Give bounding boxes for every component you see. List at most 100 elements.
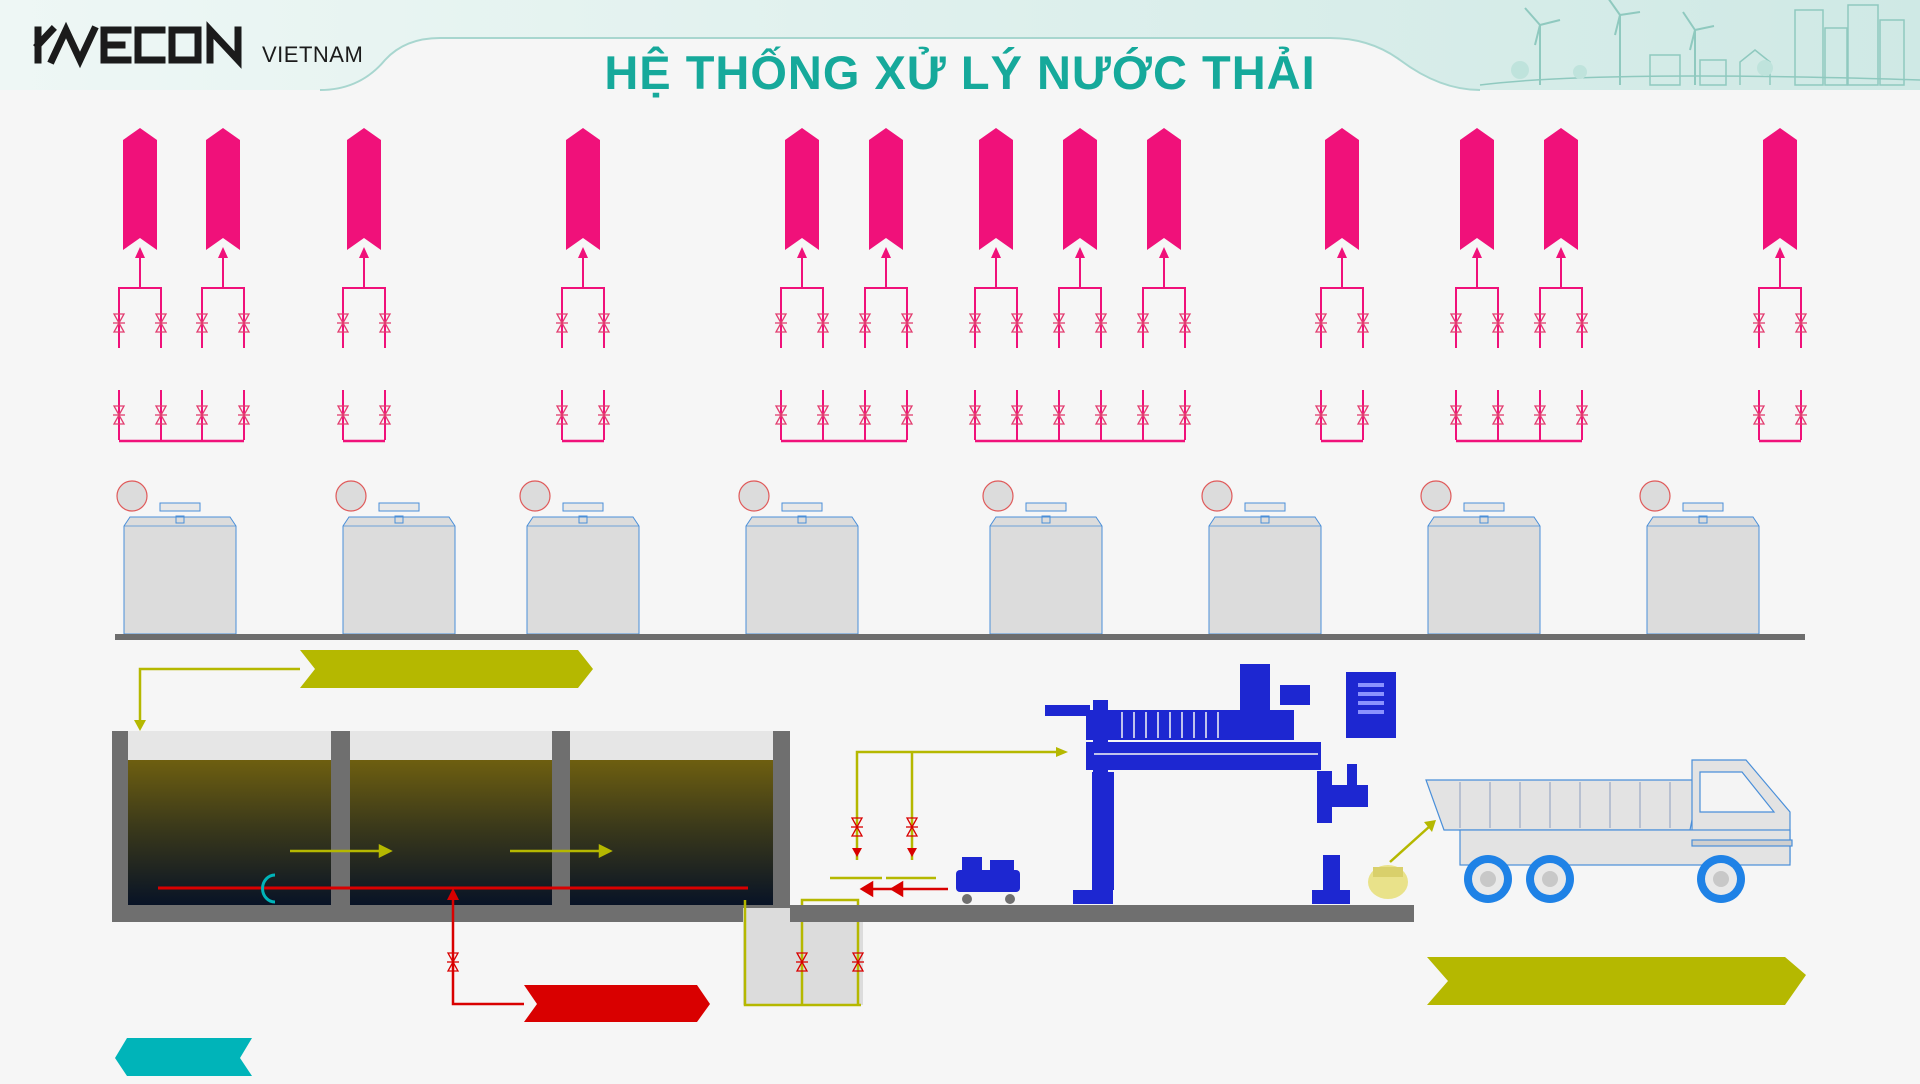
chemical-tank-icon[interactable]	[195, 128, 251, 440]
chemical-tank-icon[interactable]	[774, 128, 830, 440]
valve-icon[interactable]	[195, 313, 209, 333]
chemical-tank-icon[interactable]	[1136, 128, 1192, 440]
chemical-tank-icon[interactable]	[112, 128, 168, 440]
chemical-tank-icon[interactable]	[1314, 128, 1370, 440]
sump-valves	[795, 952, 865, 972]
control-cabinet-icon[interactable]	[1346, 672, 1396, 738]
valve-icon[interactable]	[851, 952, 865, 972]
valve-icon[interactable]	[112, 313, 126, 333]
chemical-tank-icon[interactable]	[1752, 128, 1808, 440]
valve-icon[interactable]	[237, 405, 251, 425]
sludge-bag-icon[interactable]	[1368, 865, 1408, 899]
chemical-tank-icon[interactable]	[555, 128, 611, 440]
valve-icon[interactable]	[446, 952, 460, 972]
chemical-tank-icon[interactable]	[858, 128, 914, 440]
header-banner	[0, 0, 1920, 91]
valve-icon[interactable]	[1752, 405, 1766, 425]
storage-tank-icon[interactable]	[982, 480, 1103, 635]
outlet-flow-banner[interactable]	[1427, 957, 1806, 1005]
valve-icon[interactable]	[858, 405, 872, 425]
valve-icon[interactable]	[1052, 405, 1066, 425]
chemical-dosing-section	[112, 128, 1808, 443]
valve-icon[interactable]	[850, 817, 864, 837]
valve-icon[interactable]	[968, 405, 982, 425]
valve-icon[interactable]	[378, 405, 392, 425]
valve-icon[interactable]	[816, 405, 830, 425]
valve-icon[interactable]	[237, 313, 251, 333]
inlet-pipe	[138, 667, 300, 725]
valve-icon[interactable]	[1575, 313, 1589, 333]
air-compressor-icon[interactable]	[956, 857, 1020, 904]
storage-tank-icon[interactable]	[738, 480, 859, 635]
agitator-motor-icon	[1420, 480, 1452, 512]
storage-tank-icon[interactable]	[1639, 480, 1760, 635]
aerator-icon	[261, 873, 276, 904]
valve-icon[interactable]	[336, 405, 350, 425]
valve-icon[interactable]	[555, 405, 569, 425]
valve-icon[interactable]	[1533, 313, 1547, 333]
valve-icon[interactable]	[1136, 313, 1150, 333]
filter-press-icon[interactable]	[1045, 664, 1368, 904]
valve-icon[interactable]	[816, 313, 830, 333]
chemical-tank-icon[interactable]	[1533, 128, 1589, 440]
valve-icon[interactable]	[1314, 405, 1328, 425]
storage-tank-icon[interactable]	[335, 480, 456, 635]
valve-icon[interactable]	[154, 313, 168, 333]
agitator-motor-icon	[982, 480, 1014, 512]
valve-icon[interactable]	[1010, 405, 1024, 425]
valve-icon[interactable]	[858, 313, 872, 333]
valve-icon[interactable]	[1449, 405, 1463, 425]
valve-icon[interactable]	[795, 952, 809, 972]
valve-icon[interactable]	[597, 313, 611, 333]
valve-icon[interactable]	[1136, 405, 1150, 425]
valve-icon[interactable]	[1010, 313, 1024, 333]
valve-icon[interactable]	[1094, 405, 1108, 425]
valve-icon[interactable]	[112, 405, 126, 425]
valve-icon[interactable]	[1752, 313, 1766, 333]
sludge-out-line	[1389, 825, 1431, 863]
banner-background	[0, 0, 1920, 90]
inlet-flow-banner[interactable]	[300, 650, 593, 688]
valve-icon[interactable]	[1314, 313, 1328, 333]
valve-icon[interactable]	[900, 405, 914, 425]
valve-icon[interactable]	[905, 817, 919, 837]
valve-icon[interactable]	[1356, 313, 1370, 333]
valve-icon[interactable]	[1491, 313, 1505, 333]
valve-icon[interactable]	[774, 405, 788, 425]
valve-icon[interactable]	[900, 313, 914, 333]
valve-icon[interactable]	[1178, 405, 1192, 425]
chemical-tank-icon[interactable]	[968, 128, 1024, 440]
valve-icon[interactable]	[555, 313, 569, 333]
valve-icon[interactable]	[1575, 405, 1589, 425]
storage-tank-icon[interactable]	[1420, 480, 1541, 635]
dump-truck-icon[interactable]	[1425, 759, 1793, 866]
chemical-tank-icon[interactable]	[1052, 128, 1108, 440]
valve-icon[interactable]	[1178, 313, 1192, 333]
storage-tank-icon[interactable]	[1201, 480, 1322, 635]
valve-icon[interactable]	[597, 405, 611, 425]
agitator-motor-icon	[116, 480, 148, 512]
valve-icon[interactable]	[1356, 405, 1370, 425]
air-supply-banner[interactable]	[524, 985, 710, 1022]
valve-icon[interactable]	[336, 313, 350, 333]
valve-icon[interactable]	[1449, 313, 1463, 333]
valve-icon[interactable]	[968, 313, 982, 333]
storage-tank-icon[interactable]	[519, 480, 640, 635]
valve-icon[interactable]	[195, 405, 209, 425]
valve-icon[interactable]	[1794, 405, 1808, 425]
valve-icon[interactable]	[1094, 313, 1108, 333]
valve-icon[interactable]	[378, 313, 392, 333]
basin-compartment-3	[570, 760, 773, 905]
chemical-tank-icon[interactable]	[1449, 128, 1505, 440]
valve-icon[interactable]	[1533, 405, 1547, 425]
nav-back-banner[interactable]	[115, 1038, 252, 1076]
valve-icon[interactable]	[1491, 405, 1505, 425]
valve-icon[interactable]	[1794, 313, 1808, 333]
valve-icon[interactable]	[154, 405, 168, 425]
valve-icon[interactable]	[774, 313, 788, 333]
storage-tank-icon[interactable]	[116, 480, 237, 635]
chemical-tank-icon[interactable]	[336, 128, 392, 440]
valve-icon[interactable]	[446, 952, 460, 972]
valve-icon[interactable]	[1052, 313, 1066, 333]
